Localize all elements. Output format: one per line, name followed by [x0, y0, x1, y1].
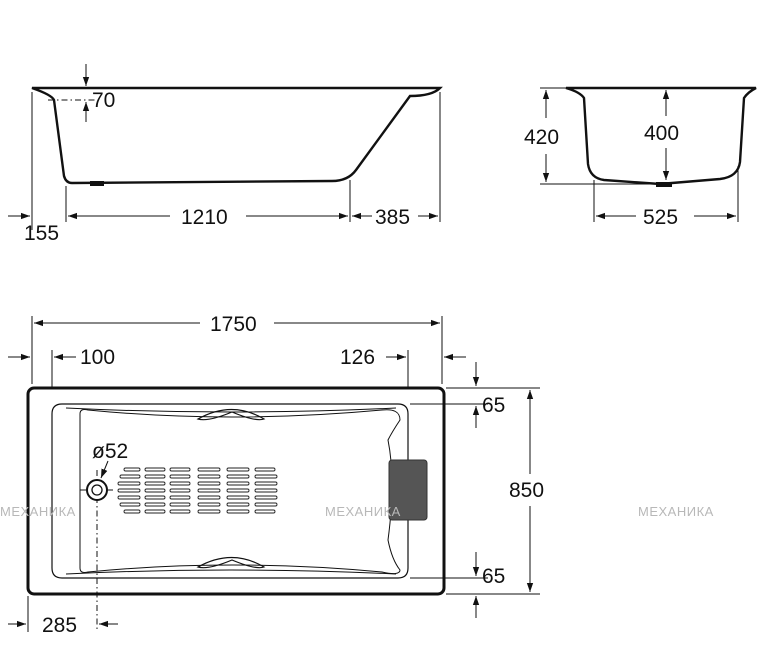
plan-1750-label: 1750 [210, 313, 257, 336]
end-400-label: 400 [644, 122, 679, 145]
end-525-label: 525 [643, 206, 678, 229]
end-drain-foot [656, 182, 672, 187]
plan-126-label: 126 [340, 346, 375, 369]
plan-view: 1750 100 126 [8, 313, 544, 637]
side-1210-label: 1210 [181, 206, 228, 229]
plan-65-top-label: 65 [482, 394, 505, 417]
side-155-label: 155 [24, 222, 59, 245]
plan-headrest [388, 459, 428, 521]
side-385-label: 385 [375, 206, 410, 229]
plan-drain-leader [100, 460, 109, 479]
plan-850-label: 850 [509, 479, 544, 502]
plan-anti-slip-pattern [117, 467, 278, 514]
plan-top-handle [196, 409, 266, 421]
side-drain-foot [90, 181, 104, 186]
side-tub-outline [31, 86, 443, 185]
watermark-right: МЕХАНИКА [638, 504, 714, 519]
plan-bottom-handle [196, 557, 266, 569]
end-elevation-view: 420 400 525 [524, 86, 757, 229]
watermark-left: МЕХАНИКА [0, 504, 76, 519]
plan-inner-basin [51, 403, 409, 579]
plan-drain-label: ø52 [92, 440, 128, 463]
plan-65-bottom-label: 65 [482, 565, 505, 588]
end-tub-outline [565, 86, 757, 186]
plan-drain-inner [91, 484, 103, 496]
plan-285-label: 285 [42, 614, 77, 637]
side-elevation-view: 70 155 1210 385 [8, 64, 443, 245]
watermark-center: МЕХАНИКА [325, 504, 401, 519]
plan-100-label: 100 [80, 346, 115, 369]
end-420-label: 420 [524, 126, 559, 149]
side-70-label: 70 [92, 89, 115, 112]
